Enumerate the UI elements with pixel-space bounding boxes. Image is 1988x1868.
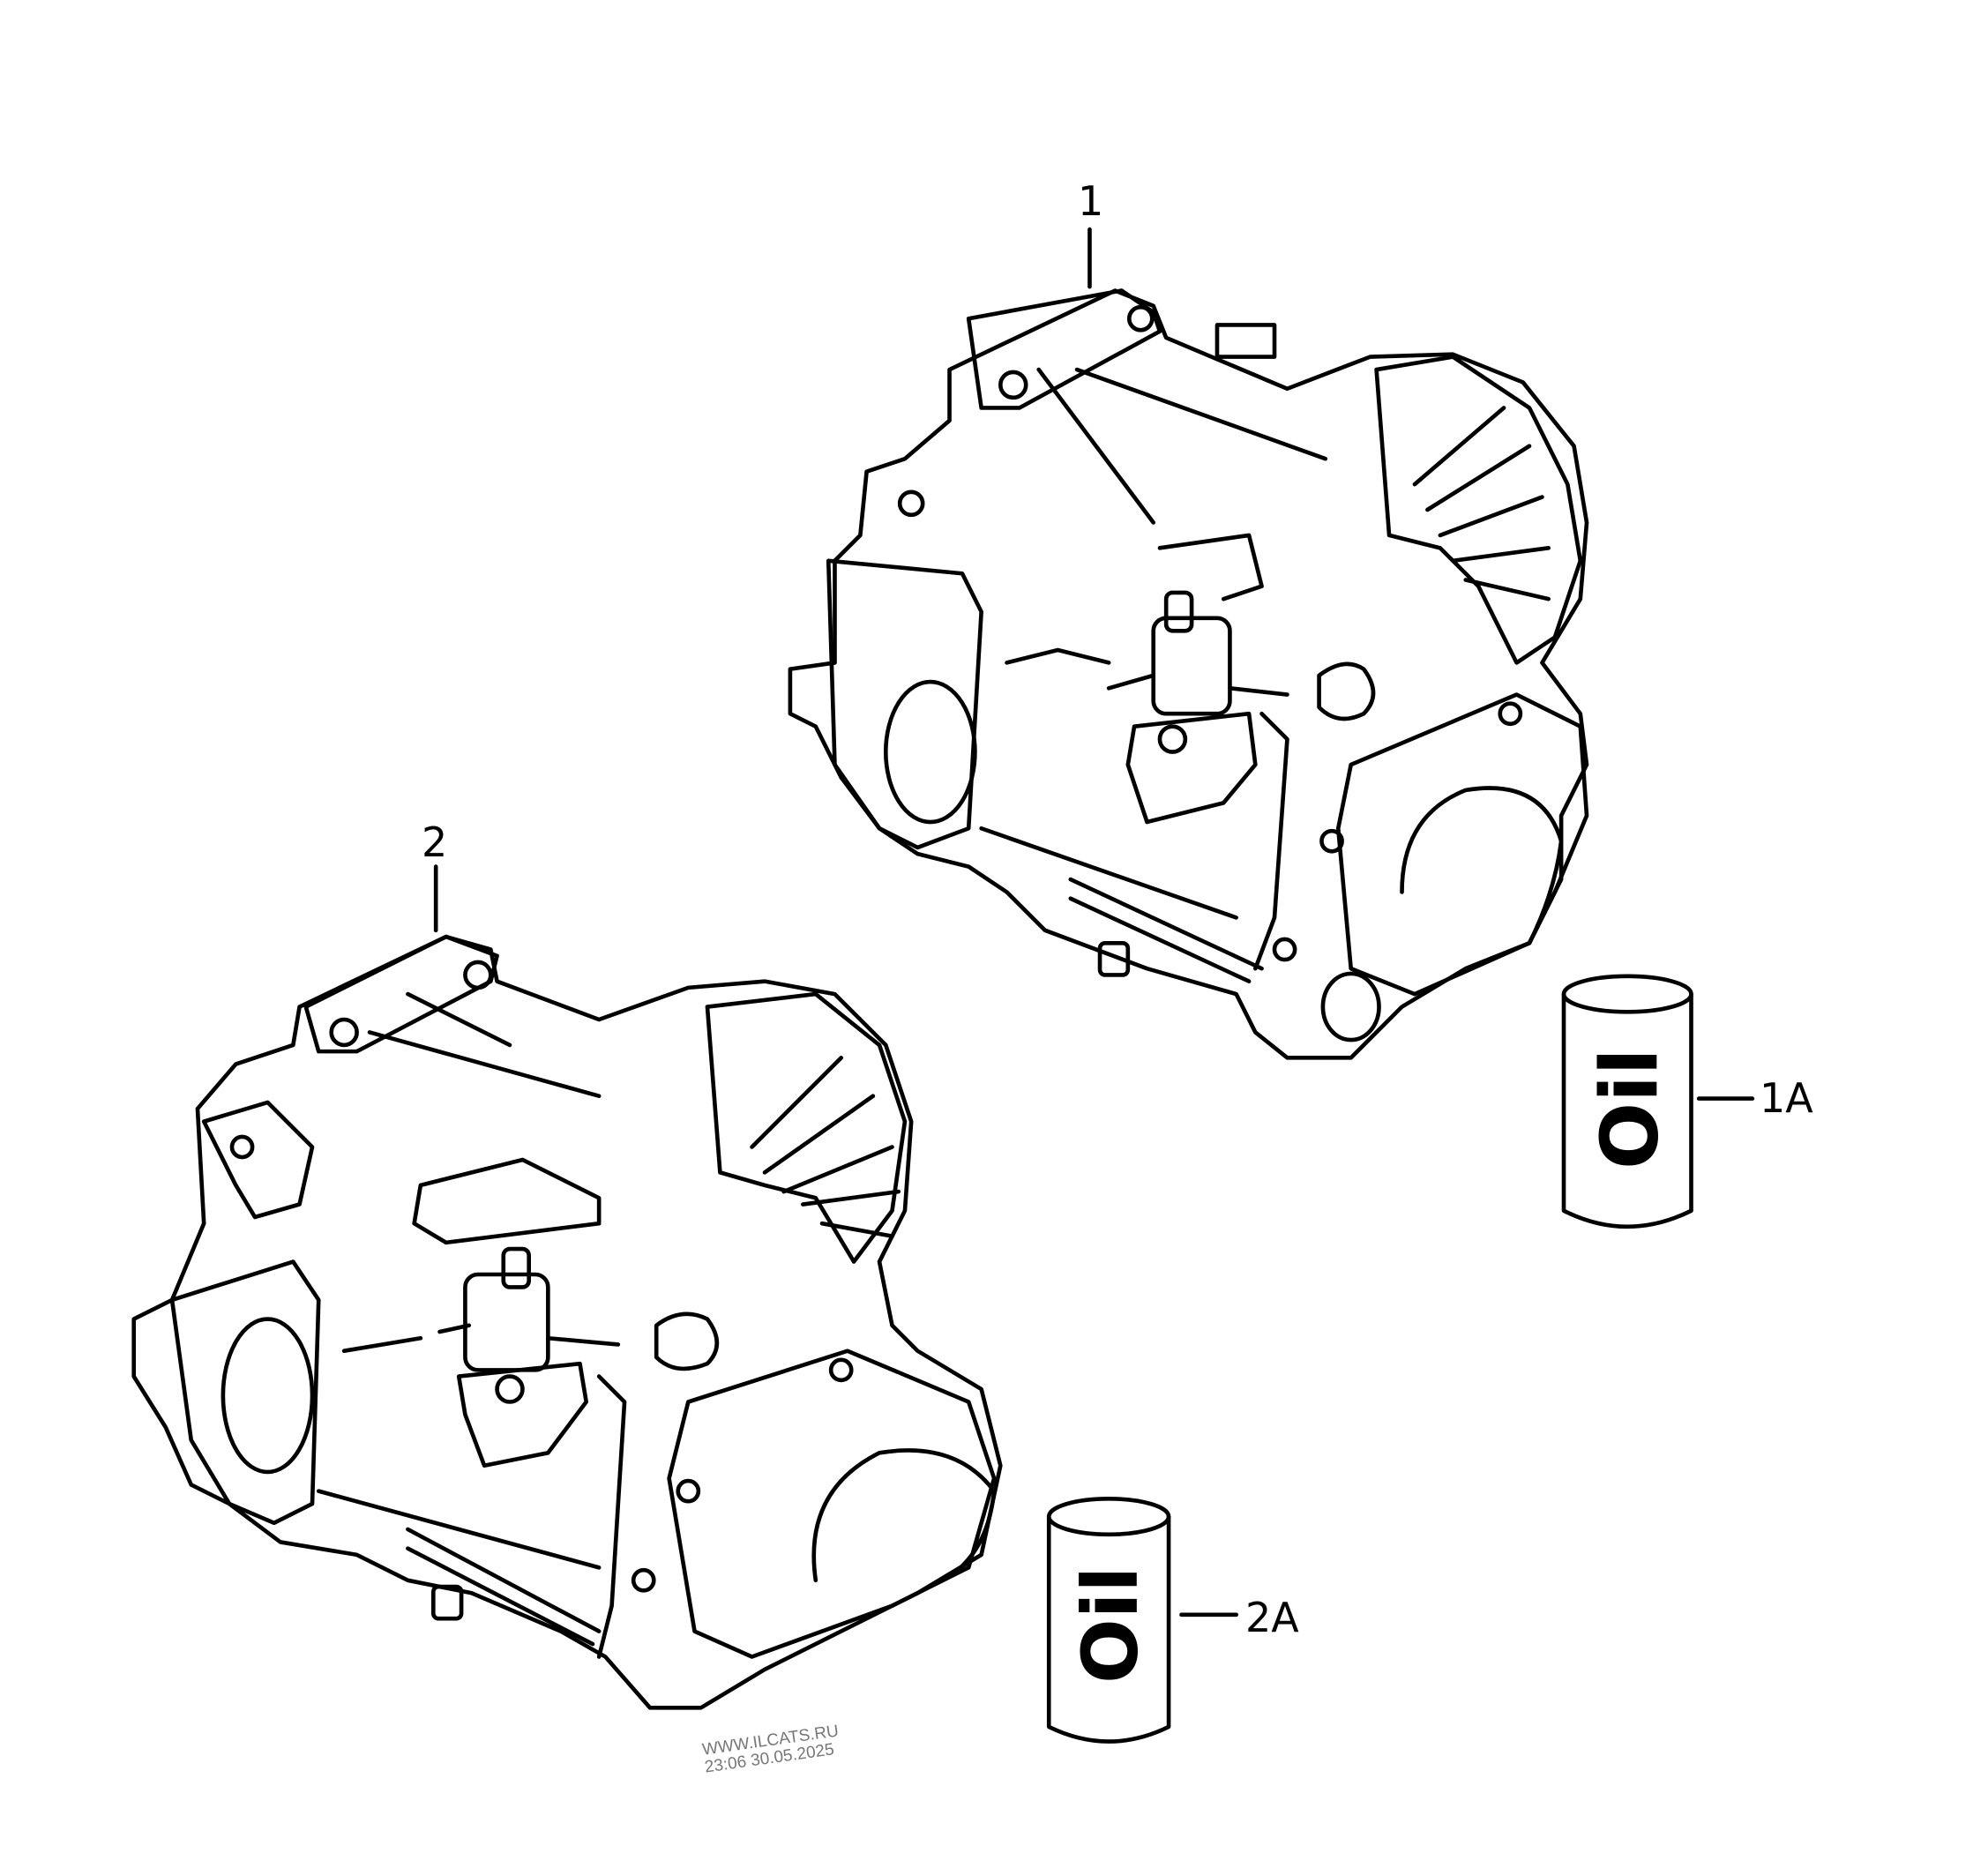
callout-2: 2	[422, 818, 448, 866]
oil-can-1a-drawing: Oil	[1561, 974, 1755, 1229]
transmission-2-drawing	[131, 864, 1003, 1710]
oil-can-2a-drawing: Oil	[1046, 1497, 1238, 1744]
callout-2a: 2A	[1245, 1594, 1299, 1641]
callout-1a: 1A	[1760, 1074, 1813, 1122]
transmission-1-drawing	[788, 227, 1589, 1060]
oil-logo-1a: Oil	[1584, 1048, 1676, 1169]
oil-logo-2a: Oil	[1067, 1566, 1155, 1684]
callout-1: 1	[1078, 177, 1104, 225]
